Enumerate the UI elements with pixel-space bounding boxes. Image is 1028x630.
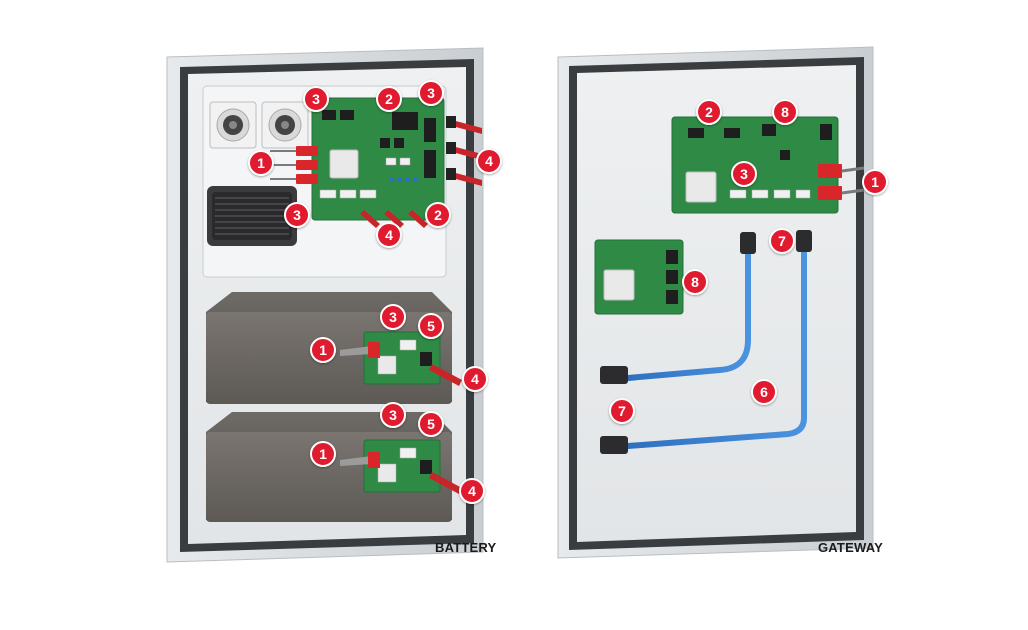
callout-badge: 3: [731, 161, 757, 187]
heatsink-module: [207, 186, 297, 246]
battery-module: [206, 412, 462, 522]
gateway-caption: GATEWAY: [818, 540, 883, 555]
callout-badge: 3: [380, 304, 406, 330]
battery-ribbon-cables-right: [452, 120, 482, 186]
callout-badge: 4: [376, 222, 402, 248]
callout-badge: 5: [418, 411, 444, 437]
callout-badge: 3: [284, 202, 310, 228]
gateway-main-pcb: [671, 116, 839, 214]
callout-badge: 8: [772, 99, 798, 125]
callout-badge: 5: [418, 313, 444, 339]
callout-badge: 3: [380, 402, 406, 428]
callout-badge: 1: [310, 337, 336, 363]
battery-ribbon-cables-bottom: [360, 210, 428, 228]
callout-badge: 1: [310, 441, 336, 467]
callout-badge: 4: [462, 366, 488, 392]
callout-badge: 4: [476, 148, 502, 174]
battery-enclosure: [166, 47, 484, 563]
battery-caption: BATTERY: [435, 540, 497, 555]
callout-badge: 2: [425, 202, 451, 228]
gateway-blue-cables: [625, 247, 807, 449]
callout-badge: 4: [459, 478, 485, 504]
callout-badge: 2: [696, 99, 722, 125]
gateway-red-connectors: [818, 164, 865, 200]
cooling-fan: [209, 101, 257, 149]
cable-connector: [600, 230, 812, 454]
callout-badge: 7: [769, 228, 795, 254]
battery-red-connectors: [296, 146, 318, 184]
callout-badge: 1: [248, 150, 274, 176]
callout-badge: 3: [418, 80, 444, 106]
callout-badge: 6: [751, 379, 777, 405]
callout-badge: 7: [609, 398, 635, 424]
gateway-enclosure: [557, 46, 874, 559]
gateway-small-pcb: [594, 239, 684, 315]
battery-main-pcb: [311, 97, 445, 221]
cooling-fan: [261, 101, 309, 149]
callout-badge: 2: [376, 86, 402, 112]
callout-badge: 3: [303, 86, 329, 112]
callout-badge: 8: [682, 269, 708, 295]
callout-badge: 1: [862, 169, 888, 195]
